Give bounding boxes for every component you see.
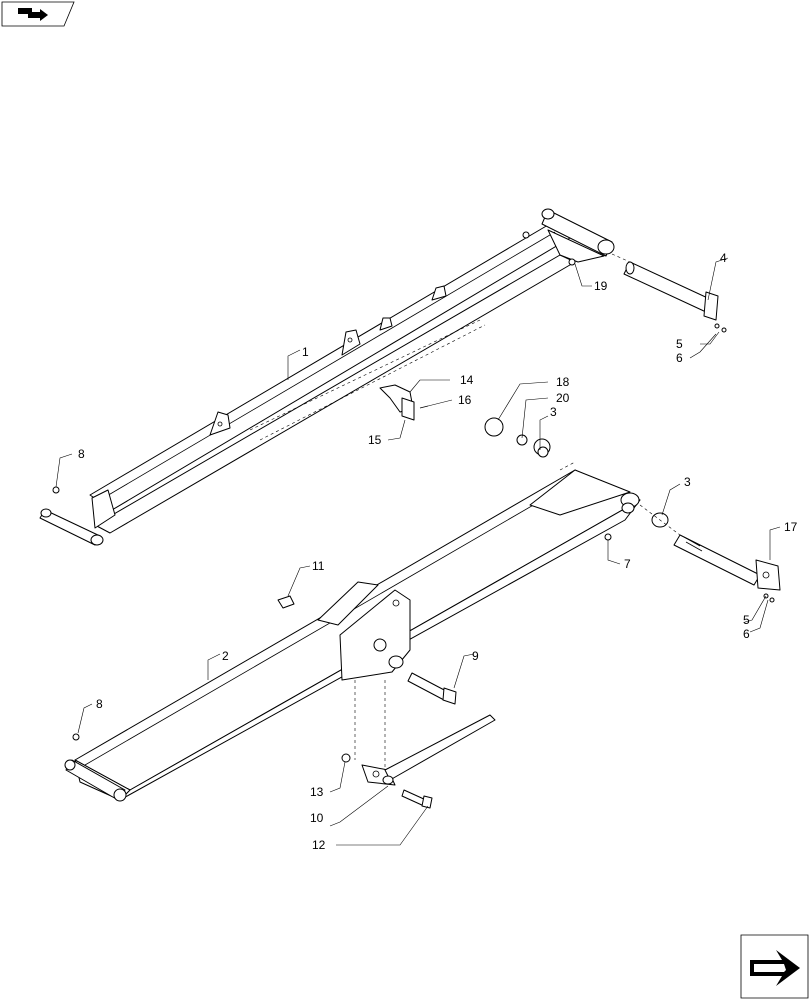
callout-3: 3 (550, 405, 557, 419)
pivot-pin-upper (623, 261, 719, 321)
previous-page-arrow-icon[interactable] (1, 1, 75, 27)
callout-11: 11 (312, 559, 325, 573)
small-hardware (52, 231, 775, 763)
callout-6: 6 (676, 351, 683, 365)
callout-1: 1 (302, 345, 309, 359)
bolt-12 (401, 789, 433, 809)
callout-14: 14 (460, 373, 474, 387)
callout-15: 15 (368, 433, 382, 447)
callout-16: 16 (458, 393, 472, 407)
pivot-pin-lower (673, 534, 781, 591)
callout-8: 8 (78, 447, 85, 461)
lower-arm-frame (64, 469, 641, 802)
leader-lines (55, 257, 781, 846)
callout-2: 2 (222, 649, 229, 663)
clamp-14-15 (379, 384, 429, 421)
link-plate-10 (361, 714, 496, 786)
bolt-9 (407, 672, 457, 705)
upper-arm-frame (39, 208, 615, 546)
callout-labels: 1 2 3 3 4 5 6 5 6 7 8 8 9 10 11 12 13 14… (78, 251, 798, 852)
callout-17: 17 (784, 520, 798, 534)
callout-5: 5 (743, 613, 750, 627)
callout-9: 9 (472, 649, 479, 663)
callout-20: 20 (556, 391, 570, 405)
callout-8: 8 (96, 697, 103, 711)
alignment-lines (249, 253, 681, 770)
callout-6: 6 (743, 627, 750, 641)
callout-7: 7 (624, 557, 631, 571)
callout-5: 5 (676, 337, 683, 351)
callout-3: 3 (684, 475, 691, 489)
callout-18: 18 (556, 375, 570, 389)
next-page-arrow-icon[interactable] (740, 934, 809, 999)
callout-4: 4 (720, 251, 727, 265)
callout-13: 13 (310, 785, 324, 799)
callout-12: 12 (312, 838, 326, 852)
callout-19: 19 (594, 279, 608, 293)
callout-10: 10 (310, 811, 324, 825)
